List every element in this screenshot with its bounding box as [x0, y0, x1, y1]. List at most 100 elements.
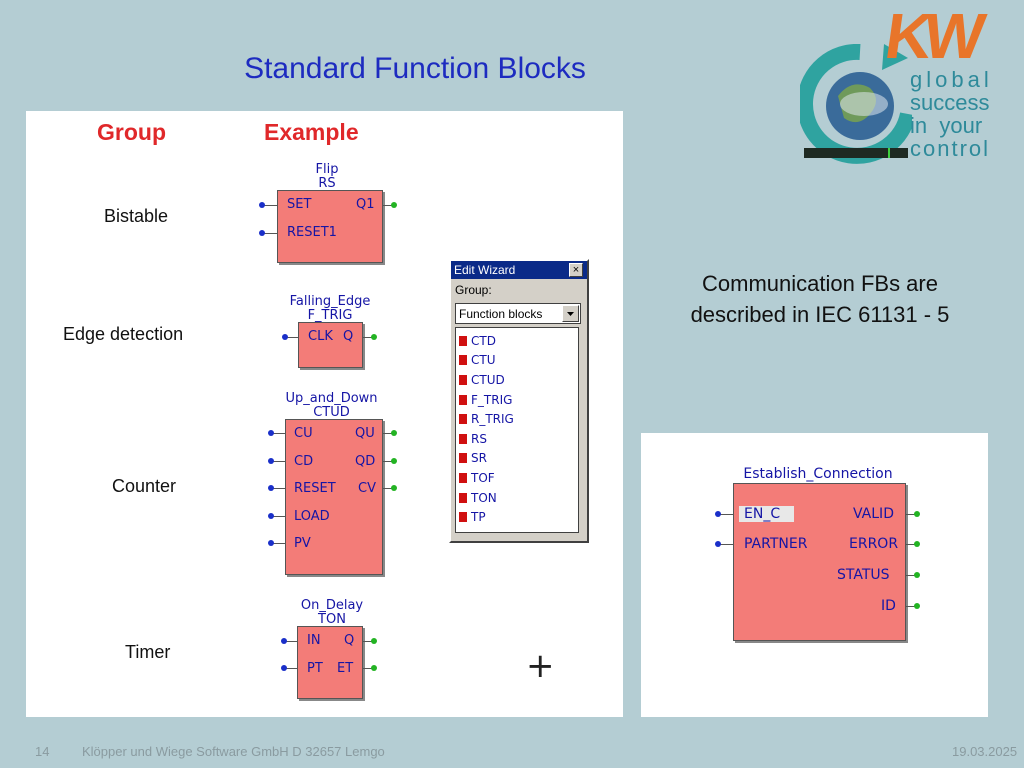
- f-trig-function-block[interactable]: [298, 322, 363, 368]
- input-connector[interactable]: [268, 430, 274, 436]
- function-block-icon: [459, 472, 467, 483]
- input-connector[interactable]: [715, 541, 721, 547]
- list-item[interactable]: SR: [459, 449, 578, 469]
- rs-function-block[interactable]: [277, 190, 383, 263]
- group-counter: Counter: [112, 476, 177, 496]
- group-label: Group:: [455, 283, 492, 297]
- list-item[interactable]: CTD: [459, 331, 578, 351]
- input-connector[interactable]: [268, 540, 274, 546]
- function-block-icon: [459, 394, 467, 405]
- output-connector[interactable]: [914, 541, 920, 547]
- output-pin-label: VALID: [853, 506, 894, 522]
- edit-wizard-window: Edit Wizard × Group: Function blocks CTD…: [449, 259, 589, 543]
- footer-company: Klöpper und Wiege Software GmbH D 32657 …: [82, 744, 385, 759]
- group-edge-detection: Edge detection: [63, 324, 184, 344]
- input-connector[interactable]: [259, 230, 265, 236]
- input-connector[interactable]: [268, 513, 274, 519]
- block-list[interactable]: CTD CTU CTUD F_TRIG R_TRIG RS SR TOF TON…: [455, 327, 579, 533]
- group-select[interactable]: Function blocks: [455, 303, 581, 324]
- globe-arrow-icon: [800, 44, 912, 164]
- output-connector[interactable]: [371, 665, 377, 671]
- header-example: Example: [264, 119, 359, 145]
- input-pin-label: CLK: [308, 329, 333, 344]
- input-pin-label: CD: [294, 454, 314, 469]
- group-bistable: Bistable: [104, 206, 169, 226]
- block-type-name: F_TRIG: [307, 308, 353, 323]
- function-block-icon: [459, 414, 467, 425]
- ctud-function-block[interactable]: [285, 419, 383, 575]
- list-item[interactable]: CTUD: [459, 370, 578, 390]
- output-pin-label: Q: [344, 633, 355, 648]
- logo-line: success: [910, 90, 990, 115]
- output-pin-label: ET: [337, 661, 354, 676]
- function-block-icon: [459, 335, 467, 346]
- block-instance-name: Establish_Connection: [743, 466, 893, 482]
- input-connector[interactable]: [281, 638, 287, 644]
- slide-title: Standard Function Blocks: [244, 52, 586, 85]
- input-pin-label[interactable]: EN_C: [744, 506, 781, 522]
- function-block-icon: [459, 374, 467, 385]
- wizard-title-bar[interactable]: Edit Wizard ×: [451, 261, 587, 279]
- input-pin-label: PT: [307, 661, 323, 676]
- function-block-icon: [459, 355, 467, 366]
- logo-line: in your: [910, 113, 983, 138]
- ton-function-block[interactable]: [297, 626, 363, 699]
- list-item[interactable]: TP: [459, 507, 578, 527]
- input-connector[interactable]: [715, 511, 721, 517]
- logo-line: control: [910, 136, 991, 161]
- input-connector[interactable]: [268, 485, 274, 491]
- output-connector[interactable]: [914, 603, 920, 609]
- block-instance-name: Up_and_Down: [285, 391, 378, 406]
- header-group: Group: [97, 119, 166, 145]
- output-connector[interactable]: [391, 430, 397, 436]
- close-icon[interactable]: ×: [569, 263, 583, 277]
- output-connector[interactable]: [371, 638, 377, 644]
- logo-line: global: [910, 67, 993, 92]
- block-type-name: TON: [318, 612, 346, 627]
- output-connector[interactable]: [391, 485, 397, 491]
- list-item[interactable]: RS: [459, 429, 578, 449]
- output-pin-label: ID: [881, 598, 896, 614]
- chevron-down-icon[interactable]: [562, 305, 579, 322]
- note-line: described in IEC 61131 - 5: [690, 302, 950, 327]
- function-block-icon: [459, 453, 467, 464]
- list-item[interactable]: CTU: [459, 351, 578, 371]
- list-item[interactable]: TOF: [459, 468, 578, 488]
- input-pin-label: RESET: [294, 481, 336, 496]
- output-pin-label: ERROR: [849, 536, 899, 552]
- input-pin-label: CU: [294, 426, 313, 441]
- selected-pin-highlight: [739, 506, 794, 522]
- output-connector[interactable]: [391, 202, 397, 208]
- crosshair-cursor-icon: +: [526, 646, 555, 686]
- input-connector[interactable]: [281, 665, 287, 671]
- function-block-icon: [459, 512, 467, 523]
- logo-tagline: global success in your control: [910, 68, 993, 160]
- output-pin-label: Q1: [356, 197, 375, 212]
- output-pin-label: STATUS: [837, 567, 890, 583]
- note-line: Communication FBs are: [702, 271, 938, 296]
- communication-note: Communication FBs are described in IEC 6…: [650, 268, 990, 330]
- list-item[interactable]: F_TRIG: [459, 390, 578, 410]
- block-instance-name: On_Delay: [300, 598, 364, 613]
- logo-mark: KW: [880, 0, 982, 72]
- output-connector[interactable]: [914, 572, 920, 578]
- output-pin-label: QU: [355, 426, 375, 441]
- output-connector[interactable]: [391, 458, 397, 464]
- connect-v-function-block[interactable]: [733, 483, 906, 641]
- input-connector[interactable]: [268, 458, 274, 464]
- function-block-icon: [459, 492, 467, 503]
- input-pin-label: PARTNER: [744, 536, 808, 552]
- input-pin-label: PV: [294, 536, 311, 551]
- output-pin-label: Q: [343, 329, 354, 344]
- wizard-title: Edit Wizard: [454, 263, 516, 277]
- input-pin-label: RESET1: [287, 225, 337, 240]
- list-item[interactable]: R_TRIG: [459, 409, 578, 429]
- output-connector[interactable]: [371, 334, 377, 340]
- input-connector[interactable]: [259, 202, 265, 208]
- output-connector[interactable]: [914, 511, 920, 517]
- function-blocks-panel: Group Example Bistable Edge detection Co…: [26, 111, 623, 717]
- list-item[interactable]: TON: [459, 488, 578, 508]
- page-number: 14: [35, 744, 50, 759]
- function-block-icon: [459, 433, 467, 444]
- input-connector[interactable]: [282, 334, 288, 340]
